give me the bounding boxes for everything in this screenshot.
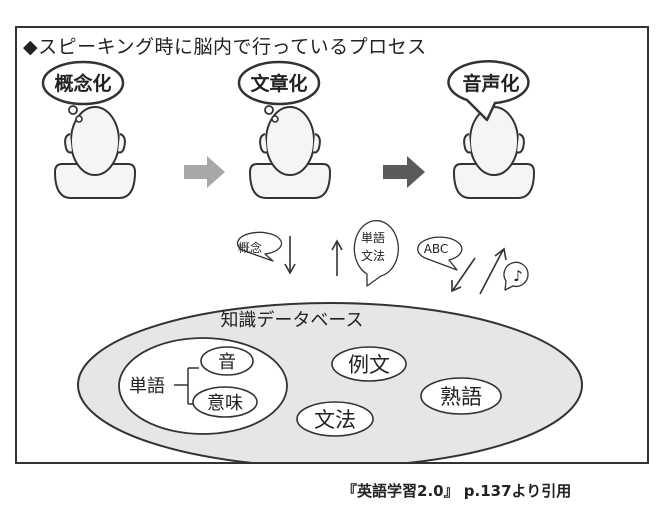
abc-tag: ABC	[417, 236, 463, 271]
head-icon-sentence	[248, 106, 332, 199]
abc-tag-label: ABC	[424, 242, 449, 256]
citation-caption: 『英語学習2.0』 p.137より引用	[342, 482, 572, 500]
stage-label-concept: 概念化	[54, 72, 111, 95]
word-label: 単語	[129, 376, 165, 397]
word-grammar-tag-line2: 文法	[361, 248, 385, 263]
speech-bubble-voice: 音声化	[447, 60, 530, 122]
diagonal-down-arrow-icon	[451, 257, 476, 293]
stage-label-voice: 音声化	[462, 72, 519, 95]
diagram-title: ◆スピーキング時に脳内で行っているプロセス	[23, 36, 427, 58]
grammar-label: 文法	[314, 408, 356, 432]
thought-bubble-concept: 概念化	[41, 60, 125, 123]
stage-label-sentence: 文章化	[250, 72, 307, 95]
idiom-bubble	[420, 377, 502, 415]
word-grammar-tag: 単語 文法	[353, 220, 399, 287]
diagram-frame: 概念化 文章化 音声化 概念	[15, 26, 649, 464]
concept-tag-label: 概念	[238, 240, 262, 255]
grammar-bubble	[296, 401, 374, 437]
down-arrow-icon	[284, 236, 296, 275]
meaning-label: 意味	[207, 393, 243, 414]
thought-bubble-sentence: 文章化	[237, 60, 321, 123]
process-arrow-light	[184, 156, 225, 188]
knowledge-database: 知識データベース 単語 音 意味 例文 文法 熟語	[77, 302, 583, 462]
sound-label: 音	[218, 352, 236, 373]
up-arrow-icon	[331, 239, 343, 276]
head-icon-voice	[452, 106, 536, 199]
idiom-label: 熟語	[440, 385, 482, 409]
concept-tag: 概念	[236, 231, 283, 262]
database-title: 知識データベース	[220, 310, 363, 331]
word-cluster: 単語 音 意味	[118, 337, 288, 435]
head-icon-concept	[53, 106, 137, 199]
music-note-icon: ♪	[513, 267, 523, 285]
music-note-tag: ♪	[503, 261, 529, 291]
process-arrow-dark	[383, 156, 425, 188]
example-label: 例文	[348, 353, 390, 377]
diagonal-up-arrow-icon	[479, 247, 507, 295]
word-grammar-tag-line1: 単語	[361, 230, 385, 245]
example-bubble	[331, 346, 407, 382]
diagram-canvas: 概念化 文章化 音声化 概念	[41, 60, 583, 462]
